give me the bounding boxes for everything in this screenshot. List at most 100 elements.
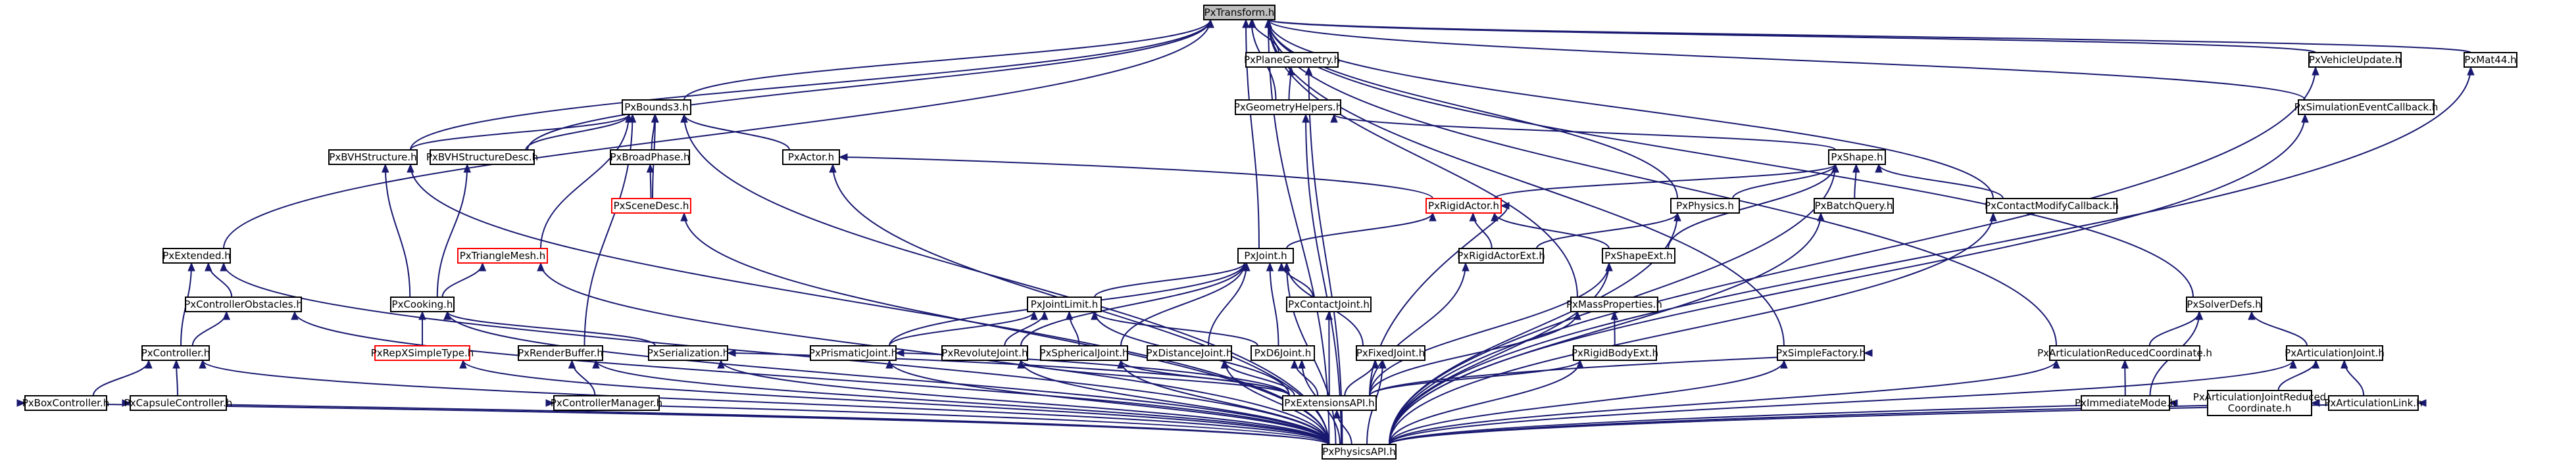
edge-geomhelpers-to-planegeom bbox=[1287, 66, 1295, 101]
node-contactmodify[interactable]: PxContactModifyCallback.h bbox=[1985, 198, 2119, 214]
node-rigidactor[interactable]: PxRigidActor.h bbox=[1425, 198, 1502, 214]
edge-line bbox=[583, 114, 633, 346]
node-trianglemesh[interactable]: PxTriangleMesh.h bbox=[457, 248, 548, 264]
edge-line bbox=[1668, 164, 1836, 249]
node-prismatic[interactable]: PxPrismaticJoint.h bbox=[809, 345, 897, 361]
edge-line bbox=[1268, 19, 1785, 346]
edge-line bbox=[1389, 360, 1581, 445]
node-artjoint[interactable]: PxArticulationJoint.h bbox=[2285, 345, 2385, 361]
node-d6[interactable]: PxD6Joint.h bbox=[1251, 345, 1315, 361]
edge-actor-to-bounds3 bbox=[680, 113, 790, 151]
edge-extended-to-transform bbox=[223, 18, 1214, 249]
edge-line bbox=[1389, 360, 2294, 445]
edge-bounds3-to-transform bbox=[683, 18, 1214, 101]
node-solverdefs[interactable]: PxSolverDefs.h bbox=[2186, 297, 2262, 312]
node-bvhdesc[interactable]: PxBVHStructureDesc.h bbox=[426, 149, 538, 165]
node-artredcoord[interactable]: PxArticulationReducedCoordinate.h bbox=[2037, 345, 2212, 361]
node-transform[interactable]: PxTransform.h bbox=[1203, 5, 1276, 20]
node-simevent[interactable]: PxSimulationEventCallback.h bbox=[2294, 99, 2439, 115]
node-geomhelpers[interactable]: PxGeometryHelpers.h bbox=[1234, 99, 1342, 115]
edge-line bbox=[384, 164, 411, 298]
node-artlink[interactable]: PxArticulationLink.h bbox=[2324, 395, 2423, 411]
node-label: PxPhysicsAPI.h bbox=[1322, 446, 1395, 458]
node-physics[interactable]: PxPhysics.h bbox=[1670, 198, 1740, 214]
node-massprops[interactable]: PxMassProperties.h bbox=[1566, 297, 1662, 312]
edge-arrowhead bbox=[1989, 212, 1997, 222]
node-scenedesc[interactable]: PxSceneDesc.h bbox=[611, 198, 691, 214]
edge-arrowhead bbox=[1264, 18, 1272, 28]
edge-line bbox=[1494, 164, 1836, 199]
edge-arrowhead bbox=[1242, 18, 1250, 28]
node-actor[interactable]: PxActor.h bbox=[782, 149, 840, 165]
node-physicsapi[interactable]: PxPhysicsAPI.h bbox=[1322, 444, 1397, 460]
node-distance[interactable]: PxDistanceJoint.h bbox=[1147, 345, 1233, 361]
node-immediate[interactable]: PxImmediateMode.h bbox=[2075, 395, 2176, 411]
edge-arrowhead bbox=[1325, 310, 1333, 320]
node-cooking[interactable]: PxCooking.h bbox=[390, 297, 455, 312]
node-rigidactorext[interactable]: PxRigidActorExt.h bbox=[1457, 248, 1545, 264]
node-ctrlobst[interactable]: PxControllerObstacles.h bbox=[184, 297, 303, 312]
edge-physicsapi-to-physics bbox=[1389, 212, 1681, 445]
node-simplefactory[interactable]: PxSimpleFactory.h bbox=[1776, 345, 1866, 361]
node-bounds3[interactable]: PxBounds3.h bbox=[622, 99, 691, 115]
node-mat44[interactable]: PxMat44.h bbox=[2464, 52, 2517, 68]
node-shape[interactable]: PxShape.h bbox=[1828, 149, 1886, 165]
node-batchquery[interactable]: PxBatchQuery.h bbox=[1814, 198, 1894, 214]
node-serialization[interactable]: PxSerialization.h bbox=[647, 345, 730, 361]
node-label: PxShape.h bbox=[1831, 151, 1883, 163]
edge-arrowhead bbox=[459, 359, 467, 369]
node-box bbox=[162, 248, 231, 264]
node-ctrlmgr[interactable]: PxControllerManager.h bbox=[551, 395, 662, 411]
node-jointlimit[interactable]: PxJointLimit.h bbox=[1027, 297, 1102, 312]
node-renderbuf[interactable]: PxRenderBuffer.h bbox=[518, 345, 603, 361]
edge-arrowhead bbox=[1277, 262, 1285, 272]
edge-line bbox=[683, 19, 1211, 101]
node-joint[interactable]: PxJoint.h bbox=[1237, 248, 1294, 264]
edge-line bbox=[540, 114, 630, 249]
node-fixed[interactable]: PxFixedJoint.h bbox=[1356, 345, 1425, 361]
node-extapi[interactable]: PxExtensionsAPI.h bbox=[1282, 395, 1377, 411]
node-box bbox=[130, 395, 227, 411]
edge-line bbox=[2251, 311, 2308, 346]
edge-line bbox=[1308, 66, 1343, 445]
node-capsctrl[interactable]: PxCapsuleController.h bbox=[124, 395, 233, 411]
edge-arrowhead bbox=[1462, 262, 1470, 272]
edge-arrowhead bbox=[680, 212, 688, 222]
edge-physicsapi-to-cooking bbox=[443, 310, 1329, 445]
edge-arrowhead bbox=[478, 262, 487, 272]
node-contactjoint[interactable]: PxContactJoint.h bbox=[1286, 297, 1372, 312]
node-rigidbodyext[interactable]: PxRigidBodyExt.h bbox=[1572, 345, 1658, 361]
node-label: PxBVHStructure.h bbox=[329, 151, 416, 163]
node-shapeext[interactable]: PxShapeExt.h bbox=[1602, 248, 1675, 264]
edge-shapeext-to-rigidactor bbox=[1491, 212, 1610, 249]
edge-line bbox=[683, 114, 790, 151]
edge-arrowhead bbox=[885, 359, 893, 369]
node-controller[interactable]: PxController.h bbox=[141, 345, 211, 361]
edge-line bbox=[1369, 360, 1581, 396]
edge-line bbox=[1208, 262, 1247, 346]
edge-arrowhead bbox=[2289, 359, 2297, 369]
node-extended[interactable]: PxExtended.h bbox=[162, 248, 231, 264]
node-revolute[interactable]: PxRevoluteJoint.h bbox=[941, 345, 1028, 361]
node-vehicle[interactable]: PxVehicleUpdate.h bbox=[2308, 52, 2402, 68]
node-boxctrl[interactable]: PxBoxController.h bbox=[22, 395, 110, 411]
edge-line bbox=[1286, 212, 1433, 249]
edge-extapi-to-contactjoint bbox=[1325, 310, 1333, 396]
node-box bbox=[1986, 198, 2118, 214]
edge-arrowhead bbox=[1831, 163, 1839, 173]
edge-arrowhead bbox=[1330, 113, 1338, 123]
edge-line bbox=[1268, 19, 2471, 53]
node-bvhstruct[interactable]: PxBVHStructure.h bbox=[328, 149, 418, 165]
edge-arrowhead bbox=[1030, 310, 1038, 320]
edge-arrowhead bbox=[187, 262, 195, 272]
node-planegeom[interactable]: PxPlaneGeometry.h bbox=[1244, 52, 1340, 68]
edge-mat44-to-transform bbox=[1264, 18, 2471, 53]
edge-immediate-to-artredcoord bbox=[2121, 359, 2129, 396]
edge-line bbox=[2343, 360, 2365, 396]
node-broadphase[interactable]: PxBroadPhase.h bbox=[610, 149, 690, 165]
node-spherical[interactable]: PxSphericalJoint.h bbox=[1039, 345, 1129, 361]
node-repx[interactable]: PxRepXSimpleType.h bbox=[371, 345, 474, 361]
edge-line bbox=[1389, 212, 1678, 445]
